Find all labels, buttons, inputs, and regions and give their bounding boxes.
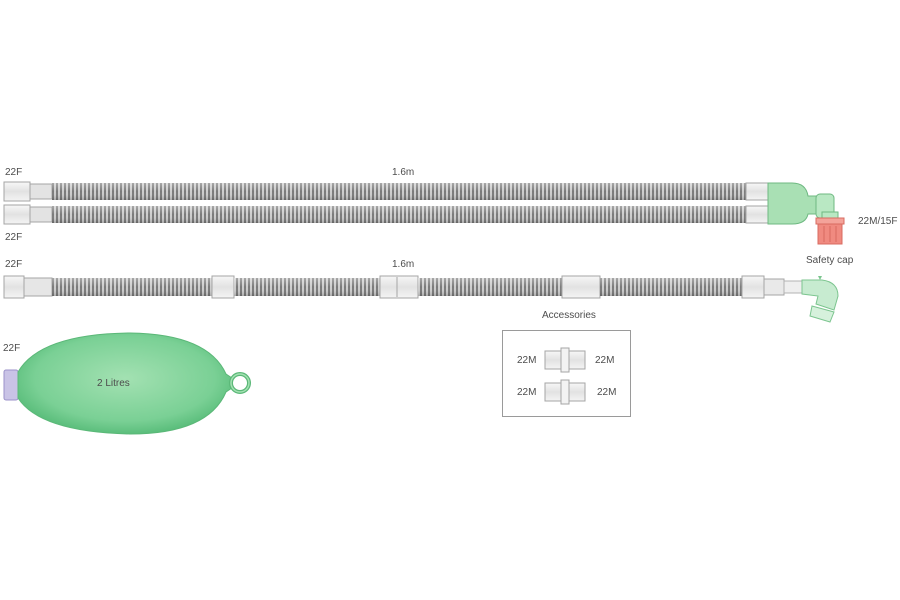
accessory-connector-1 [544, 347, 586, 373]
safety-cap-label: Safety cap [806, 255, 854, 266]
single-limb-circuit [3, 275, 839, 323]
bag-volume-label: 2 Litres [97, 378, 130, 389]
circuit1-left-top-label: 22F [5, 167, 23, 178]
accessories-box [502, 330, 631, 417]
accessory-connector-2 [544, 379, 586, 405]
left-cuff-bottom [3, 204, 31, 225]
elbow-connector [801, 276, 839, 323]
left-cuff-top [3, 181, 31, 202]
red-connector-cap [815, 217, 845, 245]
segment-joint-2 [379, 275, 419, 299]
accessory-1-right-label: 22M [595, 355, 615, 366]
accessories-title: Accessories [542, 310, 596, 321]
accessory-2-right-label: 22M [597, 387, 617, 398]
accessory-1-left-label: 22M [517, 355, 537, 366]
circuit1-left-bottom-label: 22F [5, 232, 23, 243]
segment-joint-1 [211, 275, 235, 299]
bag-neck-connector [3, 369, 19, 401]
circuit1-connector-label: 22M/15F [858, 216, 898, 227]
y-piece-connector [767, 182, 819, 225]
circuit2-left-label: 22F [5, 259, 23, 270]
circuit2-length-label: 1.6m [392, 259, 415, 270]
accessory-2-left-label: 22M [517, 387, 537, 398]
segment-joint-3 [561, 275, 601, 299]
dual-limb-circuit [3, 181, 845, 245]
bag-connector-label: 22F [3, 343, 21, 354]
reservoir-bag [3, 332, 251, 435]
circuit1-length-label: 1.6m [392, 167, 415, 178]
